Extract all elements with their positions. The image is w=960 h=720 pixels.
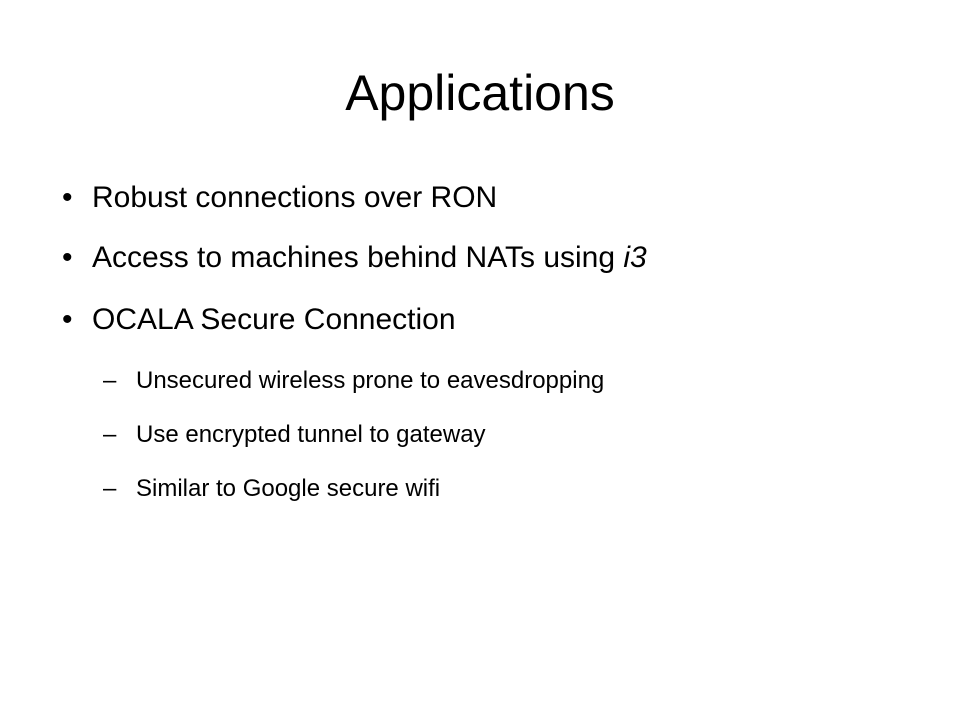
bullet-text: Access to machines behind NATs using [92, 241, 624, 274]
sub-bullet-marker: – [103, 421, 117, 448]
bullet-marker: • [62, 181, 73, 214]
sub-bullet-item: –Unsecured wireless prone to eavesdroppi… [103, 365, 604, 397]
bullet-item: • Access to machines behind NATs using i3 [62, 238, 647, 278]
sub-bullet-text: Unsecured wireless prone to eavesdroppin… [136, 367, 605, 394]
bullet-text-italic: i3 [623, 241, 647, 274]
sub-bullet-item: –Use encrypted tunnel to gateway [103, 419, 486, 451]
bullet-text: Robust connections over RON [92, 181, 498, 214]
sub-bullet-marker: – [103, 475, 117, 502]
bullet-text: OCALA Secure Connection [92, 303, 456, 336]
bullet-marker: • [62, 241, 73, 274]
sub-bullet-marker: – [103, 367, 117, 394]
bullet-item: • Robust connections over RON [62, 178, 497, 218]
sub-bullet-text: Similar to Google secure wifi [136, 475, 441, 502]
sub-bullet-text: Use encrypted tunnel to gateway [136, 421, 486, 448]
slide-title: Applications [345, 65, 615, 121]
sub-bullet-item: –Similar to Google secure wifi [103, 473, 440, 505]
bullet-item: • OCALA Secure Connection [62, 300, 456, 340]
bullet-marker: • [62, 303, 73, 336]
